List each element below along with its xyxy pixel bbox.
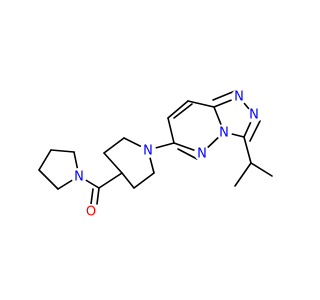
double-bond-inner — [249, 120, 261, 142]
bond — [250, 162, 273, 177]
atom-labels: N O N N N N N — [71, 89, 262, 220]
molecule-diagram: N O N N N N N — [38, 89, 273, 220]
atom-n-piperidine: N — [143, 144, 153, 159]
atom-n-pyridazine: N — [197, 147, 207, 162]
bond — [187, 100, 215, 108]
atom-n-triazole-1: N — [234, 90, 244, 105]
bond — [38, 169, 59, 190]
carbonyl-bond — [96, 187, 100, 205]
bond — [121, 172, 135, 189]
pyrrolidine-ring — [38, 149, 80, 190]
bond — [103, 137, 125, 154]
atom-bg — [231, 89, 247, 105]
atom-bg — [140, 142, 156, 158]
atom-o-carbonyl: O — [86, 205, 96, 220]
atom-bg — [216, 124, 232, 140]
bond — [50, 149, 75, 153]
atom-bg — [71, 168, 87, 184]
bond — [167, 117, 175, 144]
atom-n-triazole-2: N — [249, 108, 259, 123]
double-bond-inner — [177, 148, 198, 160]
double-bond-inner — [212, 90, 236, 101]
atom-n-pyrrolidine: N — [74, 170, 84, 185]
atom-bg — [83, 204, 99, 220]
atom-n-triazole-3: N — [219, 126, 229, 141]
bond — [98, 172, 123, 189]
bond — [167, 100, 189, 119]
bond — [38, 149, 52, 171]
isopropyl-group — [234, 136, 273, 187]
bond — [103, 152, 123, 174]
atom-bg — [194, 145, 210, 161]
bond — [133, 172, 155, 189]
carbonyl-bond — [90, 188, 94, 205]
bond — [234, 162, 252, 187]
bond — [243, 136, 252, 164]
structure-canvas: N O N N N N N — [38, 89, 273, 220]
double-bond-inner — [173, 103, 193, 119]
atom-bg — [246, 107, 262, 123]
